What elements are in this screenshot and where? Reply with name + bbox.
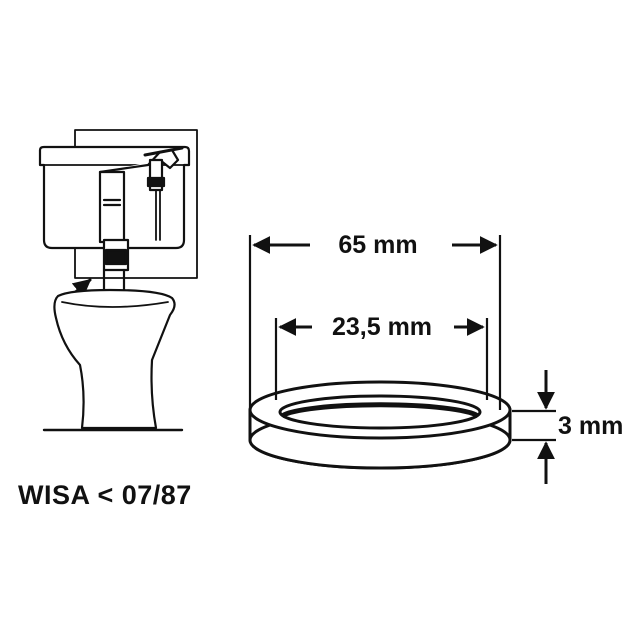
model-caption: WISA < 07/87 xyxy=(18,480,192,510)
flush-valve xyxy=(98,170,126,244)
toilet-bowl xyxy=(53,288,176,430)
thickness-label: 3 mm xyxy=(558,412,623,440)
inner-diameter-label: 23,5 mm xyxy=(332,313,432,341)
outer-diameter-label: 65 mm xyxy=(338,231,417,259)
dimension-lines xyxy=(248,235,556,484)
gasket-ring xyxy=(248,380,512,470)
toilet-illustration xyxy=(38,129,198,432)
